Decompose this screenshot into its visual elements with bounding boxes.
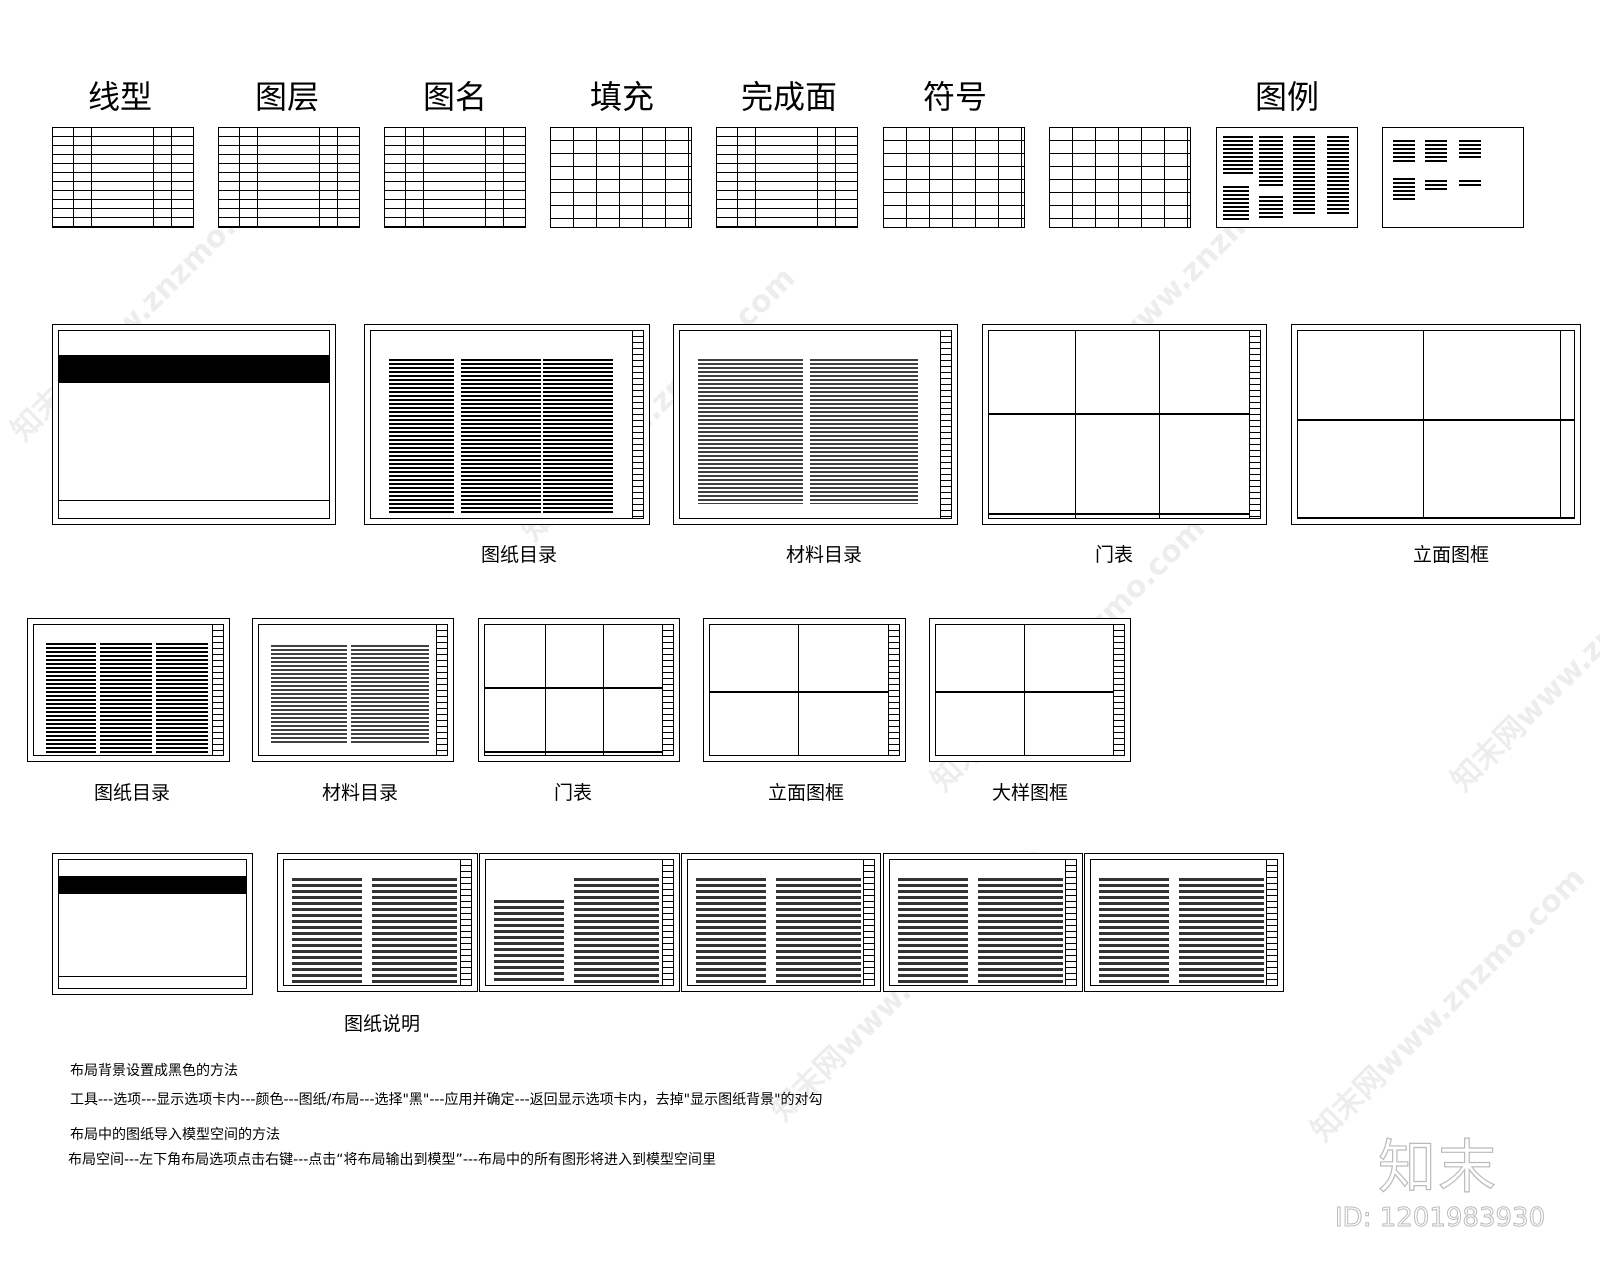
category-title: 线型 <box>87 78 153 116</box>
category-title: 图层 <box>254 78 320 116</box>
category-title: 完成面 <box>740 78 838 116</box>
drawing-index-sheet[interactable] <box>364 324 650 525</box>
drawing-index-sheet-small[interactable] <box>27 618 230 762</box>
sheet-label: 图纸说明 <box>343 1013 421 1035</box>
notes-sheet[interactable] <box>883 853 1083 992</box>
notes-sheet[interactable] <box>479 853 680 992</box>
sheet-label: 门表 <box>553 782 593 804</box>
material-index-sheet-small[interactable] <box>252 618 454 762</box>
drawing-name-table[interactable] <box>384 127 526 228</box>
detail-frame-sheet-small[interactable] <box>929 618 1131 762</box>
elevation-frame-sheet[interactable] <box>1291 324 1581 525</box>
sheet-label: 门表 <box>1094 544 1134 566</box>
image-id: ID: 1201983930 <box>1334 1203 1546 1234</box>
notes-sheet[interactable] <box>277 853 478 992</box>
category-title: 图例 <box>1254 78 1320 116</box>
cover-sheet[interactable] <box>52 324 336 525</box>
material-index-sheet[interactable] <box>673 324 958 525</box>
elevation-frame-sheet-small[interactable] <box>703 618 906 762</box>
category-title: 图名 <box>422 78 488 116</box>
sheet-label: 立面图框 <box>1412 544 1490 566</box>
layer-table[interactable] <box>218 127 360 228</box>
door-schedule-sheet-small[interactable] <box>478 618 680 762</box>
sheet-label: 图纸目录 <box>93 782 171 804</box>
note-step: 布局空间---左下角布局选项点击右键---点击“将布局输出到模型”---布局中的… <box>68 1152 716 1168</box>
notes-sheet[interactable] <box>1084 853 1284 992</box>
note-step: 工具---选项---显示选项卡内---颜色---图纸/布局---选择"黑"---… <box>70 1092 823 1108</box>
brand-logo: 知末 <box>1377 1132 1499 1201</box>
sheet-label: 材料目录 <box>785 544 863 566</box>
notes-cover-sheet[interactable] <box>52 853 253 995</box>
hatch-table[interactable] <box>550 127 692 228</box>
note-heading: 布局背景设置成黑色的方法 <box>70 1063 238 1079</box>
symbol-table[interactable] <box>883 127 1025 228</box>
sheet-label: 图纸目录 <box>480 544 558 566</box>
linetype-table[interactable] <box>52 127 194 228</box>
legend-table[interactable] <box>1216 127 1358 228</box>
finish-surface-table[interactable] <box>716 127 858 228</box>
note-heading: 布局中的图纸导入模型空间的方法 <box>70 1127 280 1143</box>
legend-table-2[interactable] <box>1382 127 1524 228</box>
category-title: 符号 <box>922 78 988 116</box>
sheet-label: 材料目录 <box>321 782 399 804</box>
door-schedule-sheet[interactable] <box>982 324 1267 525</box>
sheet-label: 立面图框 <box>767 782 845 804</box>
symbol-table-2[interactable] <box>1049 127 1191 228</box>
sheet-label: 大样图框 <box>991 782 1069 804</box>
notes-sheet[interactable] <box>681 853 881 992</box>
watermark: 知末网www.znzmo.com <box>1304 860 1593 1149</box>
category-title: 填充 <box>589 78 655 116</box>
